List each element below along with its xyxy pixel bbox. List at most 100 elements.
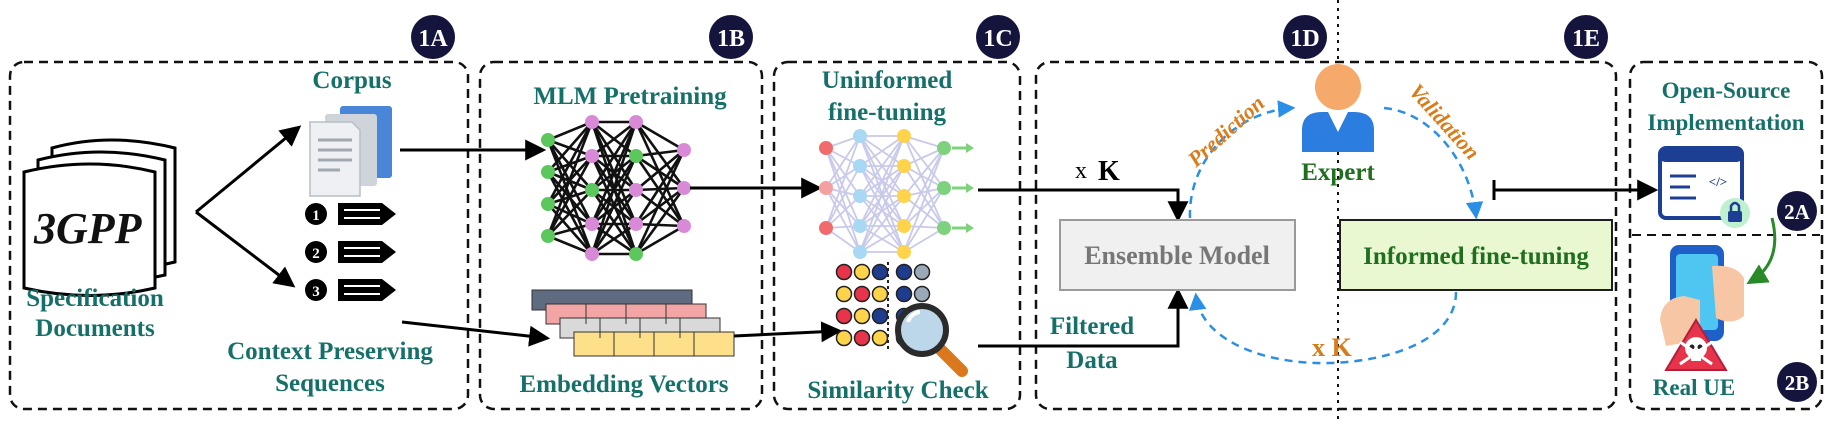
similarity-dots-icon bbox=[835, 263, 931, 347]
network-edge bbox=[859, 195, 905, 227]
network-edge bbox=[635, 149, 685, 191]
network-edge bbox=[634, 155, 686, 227]
stage-box-2 bbox=[1628, 60, 1824, 411]
network-node bbox=[853, 189, 867, 203]
xk-black-x: x bbox=[1075, 158, 1087, 184]
network-edge bbox=[859, 135, 905, 167]
svg-text:1: 1 bbox=[312, 208, 320, 224]
spec-docs-label-line1: Specification bbox=[26, 285, 164, 312]
stage-box-1b bbox=[478, 60, 764, 411]
network-edge bbox=[634, 121, 686, 189]
network-edge bbox=[634, 149, 686, 225]
network-node bbox=[677, 219, 691, 233]
network-node bbox=[897, 129, 911, 143]
network-node bbox=[819, 181, 833, 195]
network-edge bbox=[590, 121, 638, 191]
network-edge bbox=[903, 187, 945, 253]
arrow-embedding-to-similarity bbox=[733, 321, 843, 343]
network-edge bbox=[859, 135, 905, 253]
network-node bbox=[541, 229, 555, 243]
network-edge bbox=[635, 148, 685, 158]
stage-box-1a bbox=[8, 60, 470, 411]
network-edge bbox=[825, 165, 861, 229]
network-edge bbox=[634, 149, 686, 255]
svg-text:1B: 1B bbox=[717, 26, 745, 52]
network-edge bbox=[825, 135, 861, 229]
network-edge bbox=[859, 195, 905, 253]
smartphone-icon bbox=[1660, 245, 1744, 346]
network-edge bbox=[903, 147, 945, 227]
informed-finetuning-box bbox=[1339, 219, 1613, 291]
similarity-dot bbox=[853, 307, 871, 325]
network-node bbox=[677, 143, 691, 157]
network-node bbox=[819, 141, 833, 155]
stage-box-1c bbox=[772, 60, 1022, 411]
ensemble-model-label: Ensemble Model bbox=[1084, 241, 1270, 270]
badge-1c: 1C bbox=[976, 15, 1020, 59]
similarity-dot bbox=[853, 285, 871, 303]
similarity-dot bbox=[835, 285, 853, 303]
similarity-dot bbox=[853, 329, 871, 347]
sequence-arrow-icon bbox=[338, 241, 396, 263]
open-source-label-line2: Implementation bbox=[1647, 110, 1804, 135]
similarity-dot bbox=[913, 263, 931, 281]
similarity-dot bbox=[895, 263, 913, 281]
similarity-dot bbox=[835, 329, 853, 347]
skull-warning-icon bbox=[1664, 318, 1728, 371]
arrow-uninformed-to-ensemble bbox=[978, 188, 1189, 223]
uninformed-label-line2: fine-tuning bbox=[828, 99, 947, 126]
network-edge bbox=[903, 135, 945, 189]
network-node bbox=[897, 159, 911, 173]
neural-network-icon bbox=[541, 115, 691, 261]
network-node bbox=[585, 183, 599, 197]
badge-1e: 1E bbox=[1564, 15, 1608, 59]
network-node bbox=[541, 165, 555, 179]
network-node bbox=[853, 129, 867, 143]
network-edge bbox=[546, 121, 594, 237]
code-window-icon: </> bbox=[1658, 146, 1744, 220]
embedding-label: Embedding Vectors bbox=[519, 371, 728, 398]
network-edge bbox=[590, 189, 638, 255]
svg-text:2: 2 bbox=[312, 246, 320, 262]
badge-1d: 1D bbox=[1283, 15, 1327, 59]
svg-text:2A: 2A bbox=[1784, 200, 1811, 224]
network-edge bbox=[825, 135, 861, 189]
network-edge bbox=[547, 222, 593, 238]
badge-1b: 1B bbox=[709, 15, 753, 59]
embedding-table-icon bbox=[531, 289, 735, 357]
network-edge bbox=[859, 135, 905, 197]
neural-network-icon bbox=[819, 129, 974, 259]
network-edge bbox=[547, 189, 593, 237]
similarity-dot bbox=[871, 263, 889, 281]
similarity-dot bbox=[853, 263, 871, 281]
context-seq-label-line2: Sequences bbox=[275, 370, 385, 397]
network-edge bbox=[590, 121, 638, 255]
network-edge bbox=[825, 147, 861, 227]
network-edge bbox=[590, 121, 638, 225]
3gpp-logo: 3GPP bbox=[33, 204, 143, 253]
filtered-label-line1: Filtered bbox=[1050, 313, 1134, 340]
arrow-similarity-to-ensemble bbox=[978, 287, 1189, 348]
similarity-dot bbox=[871, 285, 889, 303]
corpus-document-icon bbox=[309, 106, 392, 197]
network-node bbox=[937, 181, 951, 195]
open-source-label-line1: Open-Source bbox=[1662, 78, 1791, 103]
validation-arc bbox=[1383, 106, 1484, 220]
sequence-arrow-icon bbox=[338, 279, 396, 301]
network-edge bbox=[591, 120, 637, 158]
feedback-arc bbox=[1188, 291, 1458, 365]
network-edge bbox=[825, 187, 861, 227]
network-edge bbox=[825, 147, 861, 197]
network-node bbox=[853, 159, 867, 173]
prediction-arc bbox=[1188, 100, 1296, 219]
network-node bbox=[897, 245, 911, 259]
expert-person-icon bbox=[1302, 64, 1374, 152]
network-node bbox=[585, 247, 599, 261]
network-node bbox=[629, 183, 643, 197]
network-node bbox=[541, 197, 555, 211]
network-edge bbox=[825, 147, 861, 253]
network-node bbox=[585, 217, 599, 231]
similarity-label: Similarity Check bbox=[807, 377, 988, 404]
lock-icon bbox=[1720, 198, 1750, 228]
